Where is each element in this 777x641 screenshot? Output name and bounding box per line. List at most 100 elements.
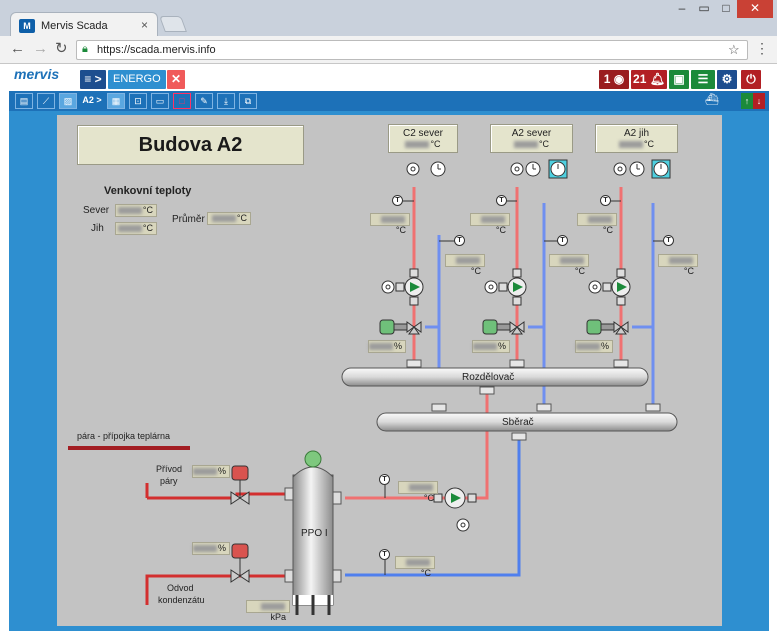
bell-icon: 🔔︎	[649, 72, 665, 86]
steam-valves	[230, 465, 250, 583]
panel-a-icon[interactable]: ▦	[107, 93, 125, 109]
building-title: Budova A2	[77, 125, 304, 165]
a2s-return-temp: °C	[549, 254, 589, 276]
c2-return-temp: °C	[445, 254, 485, 276]
avg-label: Průměr	[172, 214, 205, 225]
list-menu-button[interactable]: ☰	[691, 70, 715, 89]
manifold-flanges	[406, 359, 661, 441]
scada-toolbar: ▤ ⟋ ▨ A2 > ▦ ⊡ ▭ □ ✎ ⤓ ⧉ ⛴ ↑ ↓	[9, 91, 769, 111]
panel-d-icon[interactable]: □	[173, 93, 191, 109]
alarm-active-button[interactable]: 1 ◉	[599, 70, 629, 89]
url-text: https://scada.mervis.info	[97, 44, 216, 56]
manifold-label: Rozdělovač	[462, 372, 515, 383]
circuit-a2-sever[interactable]: A2 sever °C	[490, 124, 573, 153]
pressure-value: kPa	[246, 600, 290, 622]
image-view-icon[interactable]: ▨	[59, 93, 77, 109]
temp-sensor-icon[interactable]: T	[663, 235, 674, 246]
a2s-supply-temp: °C	[470, 213, 510, 235]
exchanger-supply-temp: °C	[398, 481, 438, 503]
c2-supply-temp: °C	[370, 213, 410, 235]
address-bar[interactable]: 🔒︎ https://scada.mervis.info ☆	[76, 40, 748, 60]
outdoor-heading: Venkovní teploty	[104, 185, 192, 197]
pencil-icon[interactable]: ✎	[195, 93, 213, 109]
temp-sensor-icon[interactable]: T	[454, 235, 465, 246]
alarm-unack-button[interactable]: 21 🔔︎	[631, 70, 667, 89]
circuit-name: C2 sever	[402, 128, 443, 139]
circuit-c2-sever[interactable]: C2 sever °C	[388, 124, 458, 153]
section-energo-tab[interactable]: ENERGO	[108, 70, 166, 89]
temp-sensor-icon[interactable]: T	[557, 235, 568, 246]
circuit-a2-jih[interactable]: A2 jih °C	[595, 124, 678, 153]
collector-label: Sběrač	[502, 417, 534, 428]
clock-icons	[430, 159, 671, 179]
condensate-valve-position: %	[192, 542, 230, 555]
view-level-label[interactable]: A2 >	[82, 95, 102, 105]
north-label: Sever	[83, 205, 110, 216]
reload-icon[interactable]: ↻	[55, 40, 68, 57]
panel-b-icon[interactable]: ⊡	[129, 93, 147, 109]
table-view-icon[interactable]: ▤	[15, 93, 33, 109]
tab-title: Mervis Scada	[41, 20, 108, 32]
circuit-equipment	[379, 268, 631, 335]
temp-sensor-icon[interactable]: T	[600, 195, 611, 206]
exchanger-return-temp: °C	[395, 556, 435, 578]
forward-icon[interactable]: →	[33, 40, 48, 57]
minimize-icon[interactable]: –	[678, 1, 686, 15]
steam-supply-label-2: páry	[160, 476, 178, 486]
mervis-favicon-icon: M	[19, 19, 35, 33]
back-icon[interactable]: ←	[10, 40, 25, 57]
south-label: Jih	[91, 223, 104, 234]
circuit-pipes	[68, 187, 655, 605]
arrow-up-icon[interactable]: ↑	[741, 93, 753, 109]
temp-sensor-icon[interactable]: T	[379, 474, 390, 485]
arrow-down-icon[interactable]: ↓	[753, 93, 765, 109]
a2j-return-temp: °C	[658, 254, 698, 276]
star-icon[interactable]: ☆	[728, 42, 740, 57]
sensor-leaders	[384, 200, 670, 575]
c2-valve-position: %	[368, 340, 406, 353]
trend-chart-icon[interactable]: ⟋	[37, 93, 55, 109]
a2j-supply-temp: °C	[577, 213, 617, 235]
popout-icon[interactable]: ⧉	[239, 93, 257, 109]
condensate-label: Odvod	[167, 583, 194, 593]
book-icon[interactable]: ▣	[669, 70, 689, 89]
steam-line-label: pára - přípojka teplárna	[77, 431, 171, 441]
user-settings-icon[interactable]: ⚙	[717, 70, 737, 89]
a2j-valve-position: %	[575, 340, 613, 353]
avg-temp-value: °C	[207, 212, 251, 225]
close-section-button[interactable]: ✕	[167, 70, 185, 89]
mervis-logo: mervis	[14, 66, 60, 82]
main-pump	[433, 487, 477, 509]
tab-close-icon[interactable]: ×	[141, 18, 149, 32]
exchanger-label: PPO I	[301, 528, 328, 539]
alarm-active-count: 1	[603, 72, 611, 86]
browser-tab[interactable]: M Mervis Scada ×	[10, 12, 158, 38]
panel-c-icon[interactable]: ▭	[151, 93, 169, 109]
steam-supply-label: Přívod	[156, 464, 183, 474]
ship-icon: ⛴	[705, 94, 719, 106]
main-menu-button[interactable]: ≡ >	[80, 70, 106, 89]
kebab-menu-icon[interactable]: ⋮	[755, 40, 769, 56]
maximize-icon[interactable]: □	[722, 1, 730, 15]
circuit-name: A2 sever	[511, 128, 552, 139]
power-icon[interactable]: ⏻	[741, 70, 761, 89]
ppo-exchanger	[284, 450, 342, 615]
a2s-valve-position: %	[472, 340, 510, 353]
gear-icons	[381, 162, 627, 532]
condensate-label-2: kondenzátu	[158, 595, 205, 605]
temp-sensor-icon[interactable]: T	[392, 195, 403, 206]
user-icon[interactable]: ▭	[698, 1, 710, 15]
record-icon: ◉	[613, 72, 625, 86]
south-temp-value: °C	[115, 222, 157, 235]
rozdelovac-manifold	[341, 367, 649, 387]
scada-canvas: Budova A2 Venkovní teploty Sever °C Jih …	[57, 115, 722, 626]
window-close-icon[interactable]: ✕	[737, 0, 773, 18]
temp-sensor-icon[interactable]: T	[496, 195, 507, 206]
steam-valve-position: %	[192, 465, 230, 478]
sberac-collector	[376, 412, 678, 432]
temp-sensor-icon[interactable]: T	[379, 549, 390, 560]
north-temp-value: °C	[115, 204, 157, 217]
hydraulic-diagram	[68, 159, 678, 615]
lock-icon: 🔒︎	[82, 43, 88, 55]
download-icon[interactable]: ⤓	[217, 93, 235, 109]
